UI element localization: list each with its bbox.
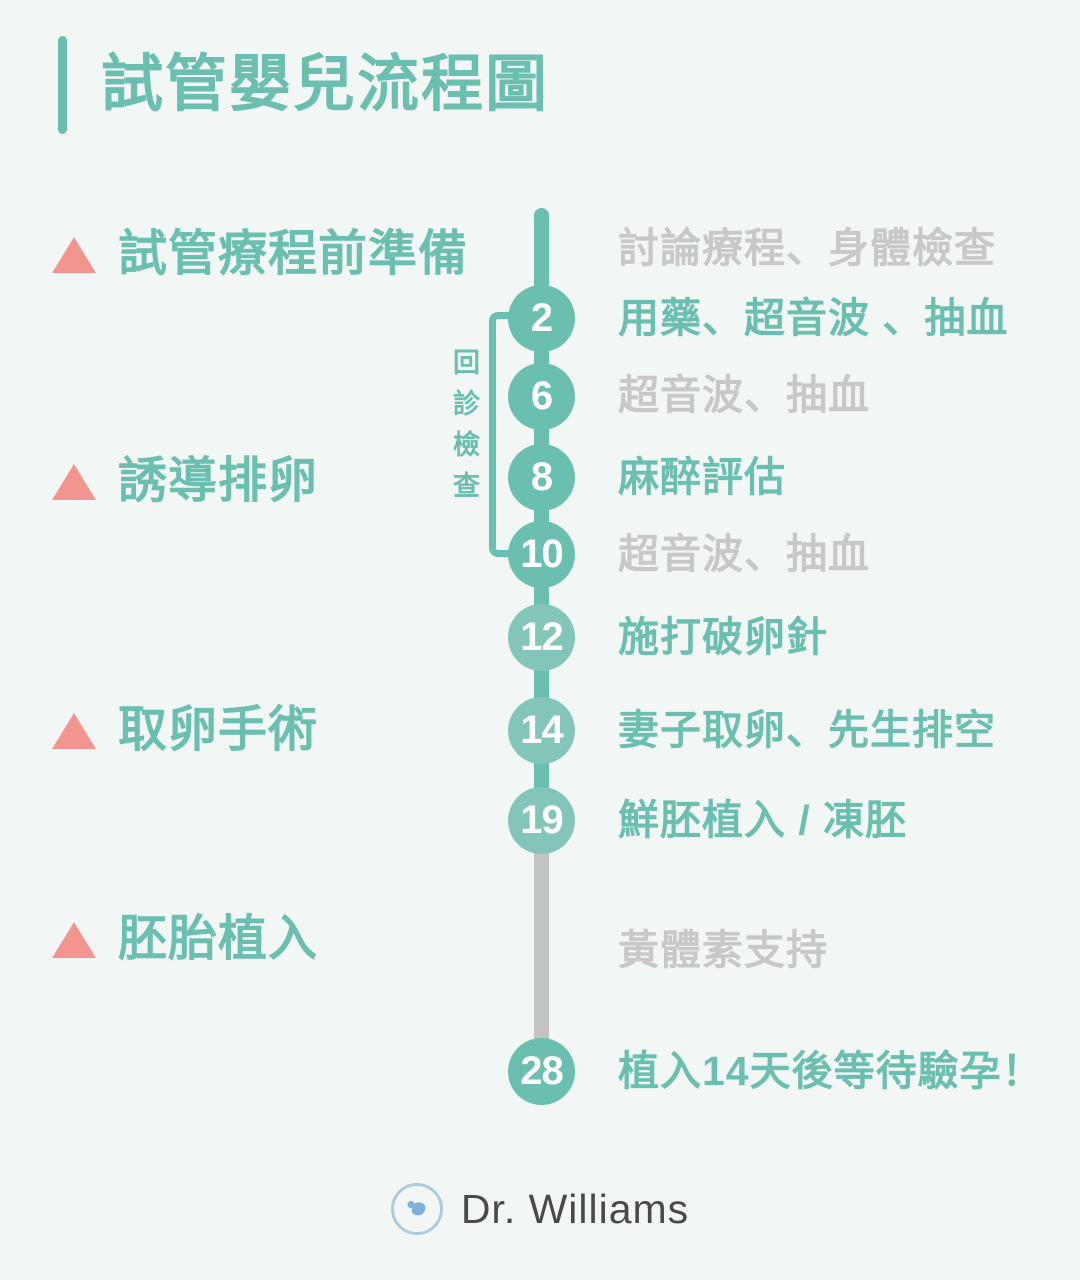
event-item-2: 超音波、抽血: [618, 372, 870, 418]
page-title: 試管嬰兒流程圖: [58, 36, 549, 134]
timeline-node-day-12[interactable]: 12: [508, 604, 575, 671]
stage-heading-4: 胚胎植入: [52, 915, 318, 964]
title-accent-bar: [58, 36, 67, 134]
timeline-node-day-6[interactable]: 6: [508, 363, 575, 430]
brand-name: Dr. Williams: [460, 1185, 690, 1232]
stage-label: 試管療程前準備: [118, 227, 469, 281]
stage-label: 誘導排卵: [118, 454, 319, 508]
stage-heading-2: 誘導排卵: [52, 457, 318, 506]
timeline-node-day-19[interactable]: 19: [508, 787, 575, 854]
stage-label: 取卵手術: [118, 703, 319, 757]
triangle-up-icon: [52, 236, 96, 273]
triangle-up-icon: [52, 712, 96, 749]
stage-heading-3: 取卵手術: [52, 706, 318, 755]
event-item-3: 麻醉評估: [618, 454, 786, 500]
event-item-9: 植入14天後等待驗孕！: [618, 1048, 1044, 1094]
timeline-node-day-28[interactable]: 28: [508, 1038, 575, 1105]
followup-bracket: [489, 312, 529, 557]
timeline-node-day-2[interactable]: 2: [508, 285, 575, 352]
title-text: 試管嬰兒流程圖: [101, 50, 550, 119]
baby-face-icon: [390, 1183, 443, 1235]
event-item-4: 超音波、抽血: [618, 531, 870, 577]
event-item-0: 討論療程、身體檢查: [618, 225, 996, 271]
followup-bracket-label: 回診檢查: [449, 348, 479, 512]
triangle-up-icon: [52, 921, 96, 958]
event-item-7: 鮮胚植入 / 凍胚: [618, 797, 908, 843]
footer: Dr. Williams: [0, 1183, 1080, 1235]
timeline-spine-inactive: [534, 818, 549, 1070]
stage-heading-1: 試管療程前準備: [52, 230, 468, 279]
event-item-8: 黃體素支持: [618, 927, 828, 973]
timeline-node-day-14[interactable]: 14: [508, 697, 575, 764]
event-item-1: 用藥、超音波 、抽血: [618, 295, 1009, 341]
triangle-up-icon: [52, 463, 96, 500]
event-item-6: 妻子取卵、先生排空: [618, 707, 996, 753]
event-item-5: 施打破卵針: [618, 614, 828, 660]
timeline-node-day-10[interactable]: 10: [508, 521, 575, 588]
timeline-node-day-8[interactable]: 8: [508, 444, 575, 511]
stage-label: 胚胎植入: [118, 912, 319, 966]
